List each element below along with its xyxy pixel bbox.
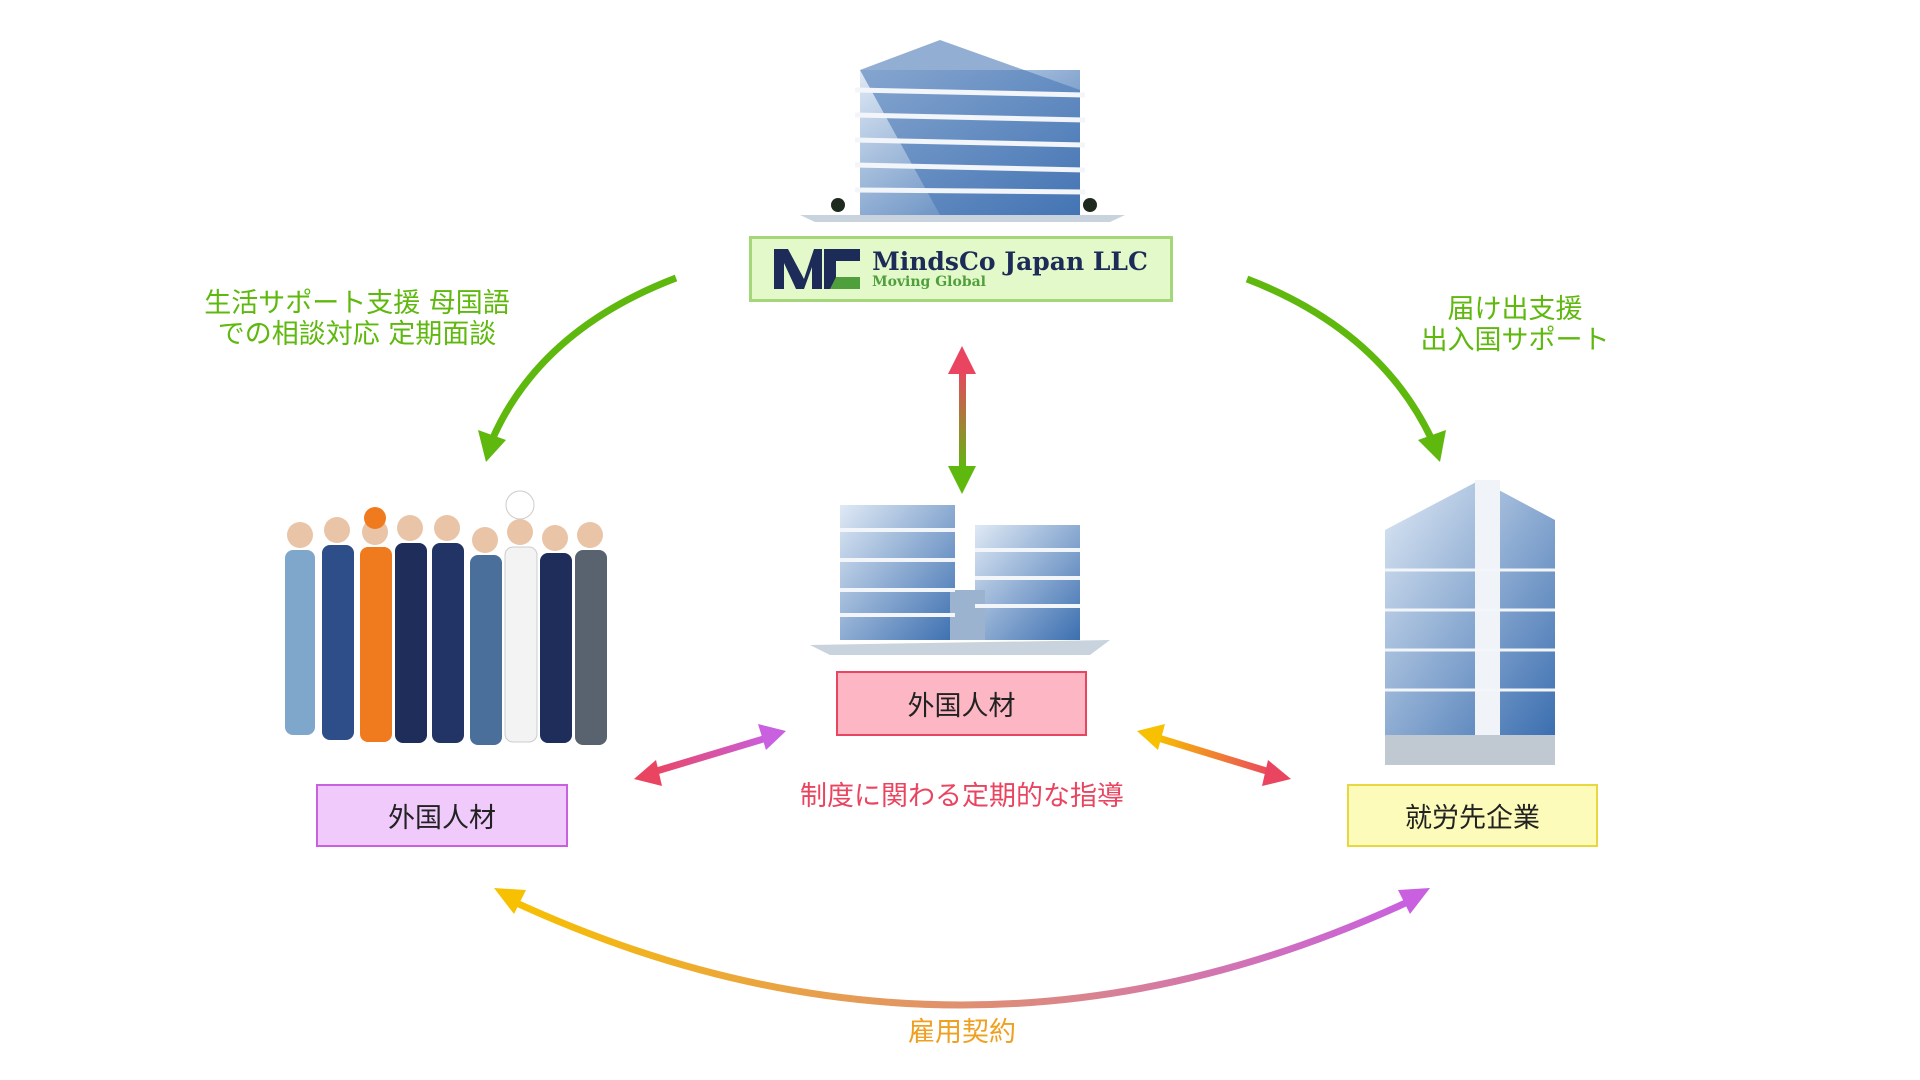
notification-support-line1: 届け出支援 [1447, 294, 1583, 325]
mc-logo-icon [774, 249, 861, 289]
headquarters-building-image [800, 40, 1125, 222]
guidance-label: 制度に関わる定期的な指導 [800, 781, 1124, 812]
arrow-to-employer [1245, 275, 1446, 462]
foreign-talent-box: 外国人材 [316, 784, 568, 847]
arrow-left-double [634, 724, 786, 786]
company-name: MindsCo Japan LLC [872, 247, 1148, 276]
life-support-line1: 生活サポート支援 母国語 [204, 288, 510, 319]
center-foreign-talent-box: 外国人材 [836, 671, 1087, 736]
arrow-contract-curve [494, 888, 1430, 1009]
arrow-vertical-double [948, 346, 976, 494]
employer-box: 就労先企業 [1347, 784, 1598, 847]
arrow-to-workers [478, 274, 678, 462]
employer-building-image [1385, 480, 1555, 765]
company-tagline: Moving Global [872, 274, 986, 290]
immigration-support-line2: 出入国サポート [1420, 325, 1610, 356]
arrow-right-double [1137, 724, 1291, 786]
company-logo-box: MindsCo Japan LLC Moving Global [749, 236, 1173, 302]
employment-contract-label: 雇用契約 [908, 1017, 1016, 1048]
foreign-workers-group-image [285, 490, 607, 745]
life-support-label: 生活サポート支援 母国語 での相談対応 定期面談 [187, 288, 527, 350]
notification-support-label: 届け出支援 出入国サポート [1375, 294, 1655, 356]
center-building-image [810, 505, 1110, 655]
life-support-line2: での相談対応 定期面談 [217, 319, 497, 350]
